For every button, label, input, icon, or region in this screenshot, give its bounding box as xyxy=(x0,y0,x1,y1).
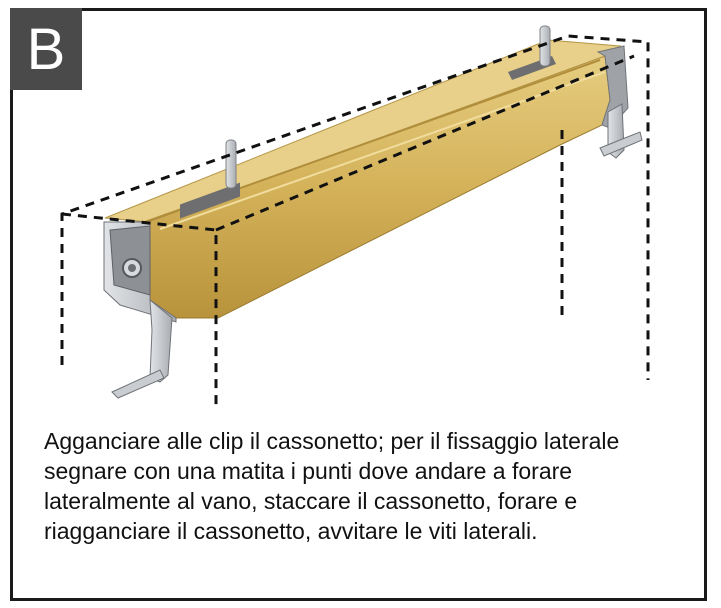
top-clip-right xyxy=(508,25,556,80)
step-label: B xyxy=(26,16,66,82)
cassonetto-box xyxy=(104,39,629,319)
top-clip-left xyxy=(180,139,240,219)
right-bracket xyxy=(599,103,643,159)
marking-lines xyxy=(60,34,650,405)
cassonetto-illustration xyxy=(60,25,650,405)
instruction-line-1: Agganciare alle clip il cassonetto; per … xyxy=(44,428,620,454)
instruction-text: Agganciare alle clip il cassonetto; per … xyxy=(44,426,684,546)
instruction-line-3: lateralmente al vano, staccare il casson… xyxy=(44,488,578,514)
instruction-line-4: riagganciare il cassonetto, avvitare le … xyxy=(44,518,538,544)
step-badge: B xyxy=(10,8,82,90)
left-end-cap xyxy=(103,221,177,399)
instruction-line-2: segnare con una matita i punti dove anda… xyxy=(44,458,573,484)
